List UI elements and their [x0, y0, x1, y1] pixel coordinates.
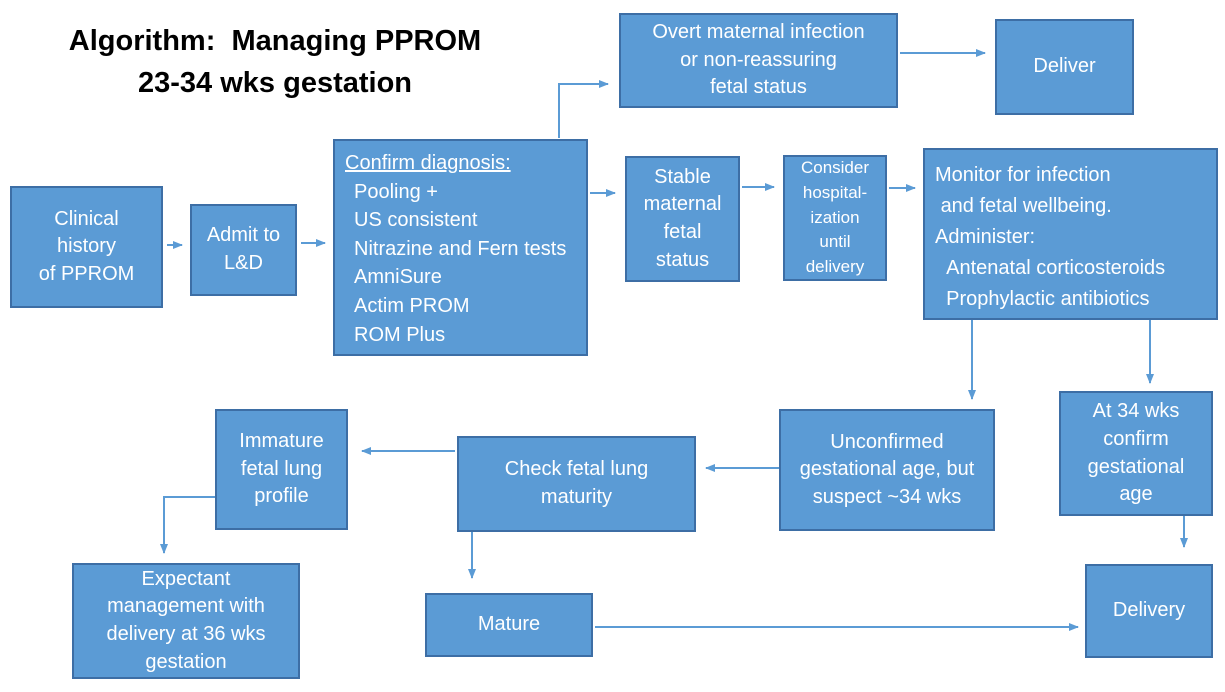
node-deliver: Deliver — [995, 19, 1134, 115]
node-stable-status: Stable maternal fetal status — [625, 156, 740, 282]
confirm-diagnosis-tests: Pooling + US consistent Nitrazine and Fe… — [354, 180, 567, 346]
node-consider-hospitalization: Consider hospital- ization until deliver… — [783, 155, 887, 281]
node-clinical-history: Clinical history of PPROM — [10, 186, 163, 308]
page-title-line2: 23-34 wks gestation — [138, 67, 412, 99]
arrow-confirm-to-overt — [558, 80, 609, 138]
node-admit-ld: Admit to L&D — [190, 204, 297, 296]
node-delivery: Delivery — [1085, 564, 1213, 658]
page-title-line1: Algorithm: Managing PPROM — [68, 25, 482, 57]
node-confirm-diagnosis: Confirm diagnosis: Pooling + US consiste… — [333, 139, 588, 356]
node-at-34-wks: At 34 wks confirm gestational age — [1059, 391, 1213, 516]
node-mature: Mature — [425, 593, 593, 657]
arrow-immature-to-expectant — [160, 496, 215, 554]
node-monitor-administer: Monitor for infection and fetal wellbein… — [923, 148, 1218, 320]
node-unconfirmed-ga: Unconfirmed gestational age, but suspect… — [779, 409, 995, 531]
node-check-lung-maturity: Check fetal lung maturity — [457, 436, 696, 532]
node-overt-infection: Overt maternal infection or non-reassuri… — [619, 13, 898, 108]
node-expectant-management: Expectant management with delivery at 36… — [72, 563, 300, 679]
confirm-diagnosis-heading: Confirm diagnosis: — [345, 152, 511, 174]
page-title: Algorithm: Managing PPROM 23-34 wks gest… — [30, 20, 520, 104]
node-immature-lung: Immature fetal lung profile — [215, 409, 348, 530]
